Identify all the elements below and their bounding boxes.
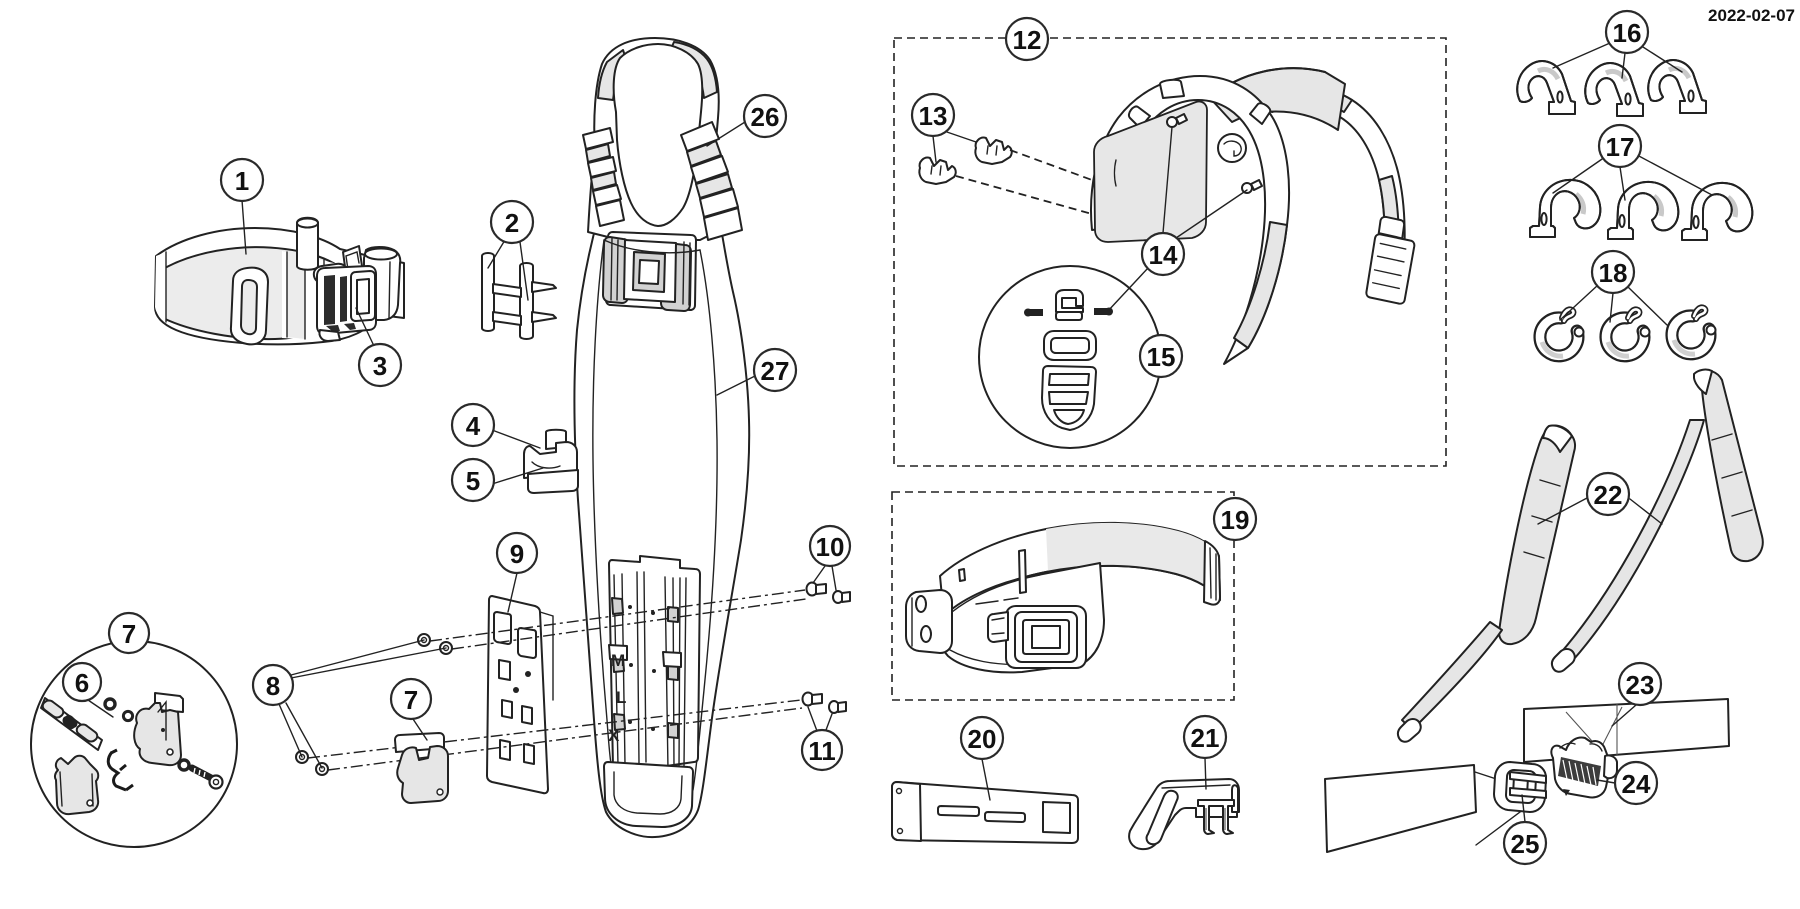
svg-text:1: 1 (235, 166, 249, 196)
svg-text:M: M (611, 651, 625, 670)
svg-text:7: 7 (404, 685, 418, 715)
svg-text:16: 16 (1613, 18, 1642, 48)
svg-text:24: 24 (1622, 769, 1651, 799)
svg-text:2022-02-07: 2022-02-07 (1708, 6, 1795, 25)
svg-text:10: 10 (816, 532, 845, 562)
svg-text:4: 4 (466, 411, 481, 441)
svg-text:19: 19 (1221, 505, 1250, 535)
svg-text:13: 13 (919, 101, 948, 131)
svg-text:9: 9 (510, 539, 524, 569)
svg-text:20: 20 (968, 724, 997, 754)
svg-text:L: L (616, 688, 626, 707)
svg-text:12: 12 (1013, 25, 1042, 55)
svg-text:8: 8 (266, 671, 280, 701)
svg-text:X: X (608, 726, 620, 745)
svg-text:25: 25 (1511, 829, 1540, 859)
svg-text:17: 17 (1606, 132, 1635, 162)
svg-text:6: 6 (75, 668, 89, 698)
svg-text:26: 26 (751, 102, 780, 132)
svg-text:14: 14 (1149, 240, 1178, 270)
svg-text:22: 22 (1594, 480, 1623, 510)
svg-text:3: 3 (373, 351, 387, 381)
svg-text:27: 27 (761, 356, 790, 386)
svg-text:2: 2 (505, 208, 519, 238)
svg-text:15: 15 (1147, 342, 1176, 372)
svg-text:23: 23 (1626, 670, 1655, 700)
svg-text:21: 21 (1191, 723, 1220, 753)
svg-text:11: 11 (808, 736, 836, 766)
svg-text:5: 5 (466, 466, 480, 496)
svg-text:7: 7 (122, 619, 136, 649)
svg-text:18: 18 (1599, 258, 1628, 288)
